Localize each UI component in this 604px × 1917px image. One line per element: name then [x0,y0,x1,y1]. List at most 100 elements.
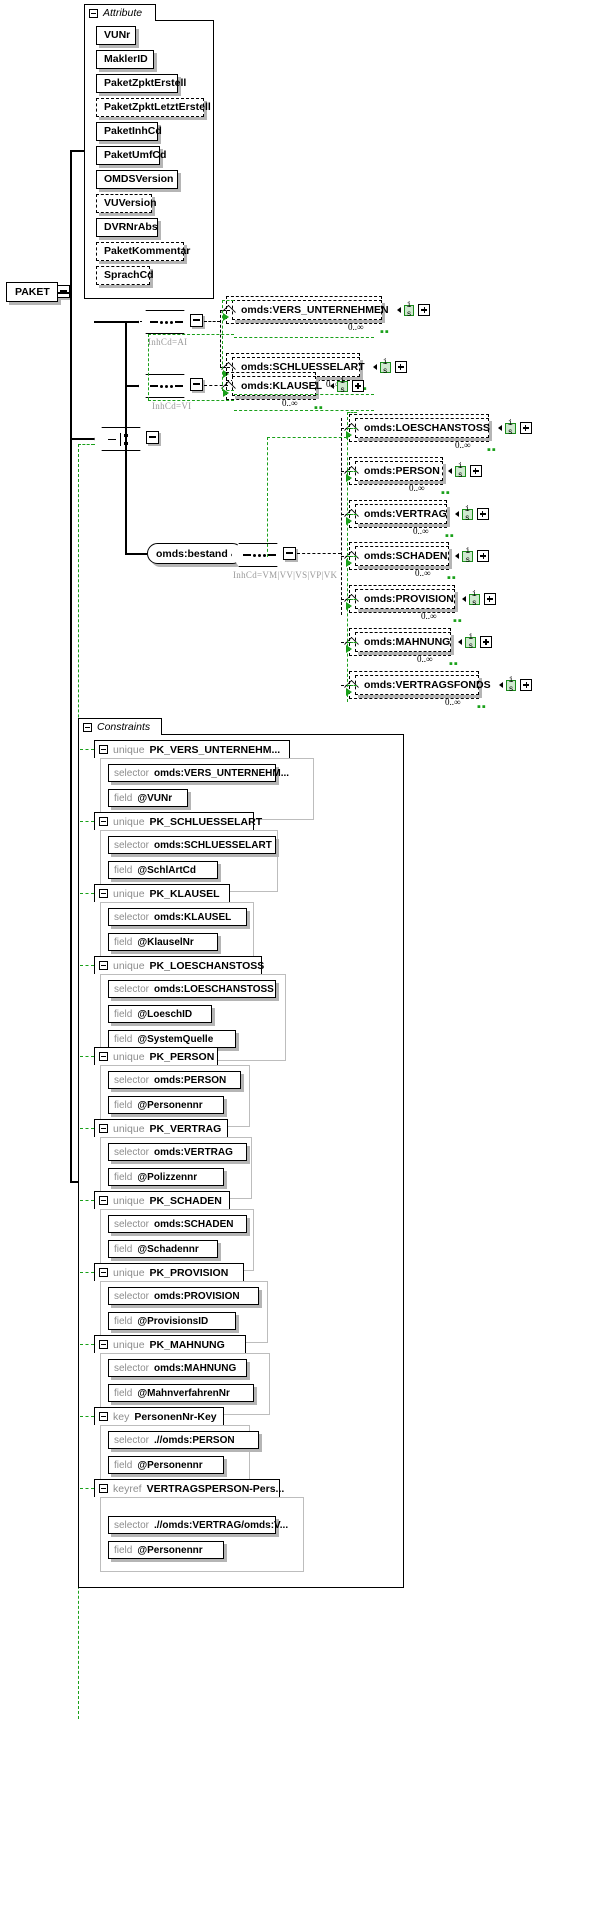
constraint-field-row[interactable]: field@VUNr [108,789,188,807]
constraints-pane-tab[interactable]: Constraints [78,718,162,735]
row-key: field [114,1459,133,1471]
collapse-icon[interactable] [99,1268,108,1277]
attribute-pane-tab[interactable]: Attribute [84,4,156,21]
root-collapse-toggle[interactable] [57,285,70,298]
choice-node[interactable] [94,427,148,451]
sequence-node-bestand-toggle[interactable] [283,547,296,560]
choice-node-toggle[interactable] [146,431,159,444]
sequence-node-vi[interactable] [138,374,192,398]
occurrence-dots: ▪▪ [449,658,459,670]
attribute-node[interactable]: DVRNrAbs [96,218,158,237]
constraint-field-row[interactable]: field@Personennr [108,1541,224,1559]
expand-icon[interactable] [476,508,489,520]
constraint-field-row[interactable]: field@KlauselNr [108,933,218,951]
constraint-selector-row[interactable]: selector.//omds:VERTRAG/omds:V... [108,1516,288,1534]
attribute-node[interactable]: PaketZpktLetztErstell [96,98,211,117]
expand-icon[interactable] [418,304,431,316]
element-label: omds:PERSON [364,465,440,477]
attribute-node[interactable]: OMDSVersion [96,170,178,189]
collapse-icon[interactable] [99,817,108,826]
sequence-glyph [242,553,276,557]
sequence-node-ai-toggle[interactable] [190,314,203,327]
sequence-node-vi-toggle[interactable] [190,378,203,391]
constraint-kind: unique [113,743,145,756]
expand-icon[interactable] [477,550,490,562]
attribute-node[interactable]: PaketZpktErstell [96,74,186,93]
row-key: field [114,1008,133,1020]
sequence-node-bestand[interactable] [231,543,285,567]
root-element-paket[interactable]: PAKET [6,282,58,302]
constraint-field-row[interactable]: field@SystemQuelle [108,1030,236,1048]
ref-arrow-icon [498,682,503,688]
constraint-field-row[interactable]: field@SchlArtCd [108,861,218,879]
collapse-icon[interactable] [99,1484,108,1493]
constraint-field-row[interactable]: field@MahnverfahrenNr [108,1384,254,1402]
attribute-node[interactable]: SprachCd [96,266,154,285]
row-value: omds:PROVISION [154,1290,240,1302]
group-node-bestand[interactable]: omds:bestand [147,543,243,564]
expand-icon[interactable] [519,422,532,434]
expand-icon[interactable] [480,636,493,648]
expand-icon[interactable] [394,361,407,373]
collapse-icon[interactable] [89,8,98,18]
collapse-icon[interactable] [99,961,108,970]
expand-icon[interactable] [520,679,533,691]
expand-icon[interactable] [469,465,482,477]
collapse-icon[interactable] [99,1052,108,1061]
constraint-field-row[interactable]: field @LoeschID [108,1005,212,1023]
sequence-node-ai[interactable] [138,310,192,334]
attribute-node[interactable]: PaketKommentar [96,242,190,261]
collapse-icon[interactable] [99,1340,108,1349]
row-value: @LoeschID [137,1008,193,1020]
collapse-icon[interactable] [99,1124,108,1133]
collapse-icon[interactable] [99,1196,108,1205]
attribute-node[interactable]: PaketUmfCd [96,146,166,165]
collapse-icon[interactable] [99,1412,108,1421]
constraint-field-row[interactable]: field@Polizzennr [108,1168,224,1186]
attribute-node[interactable]: VUVersion [96,194,157,213]
constraint-selector-row[interactable]: selector.//omds:PERSON [108,1431,259,1449]
expand-icon[interactable] [483,593,496,605]
attribute-node[interactable]: PaketInhCd [96,122,162,141]
attribute-node[interactable]: MaklerID [96,50,154,69]
collapse-icon[interactable] [83,722,92,732]
constraint-field-row[interactable]: field@Schadennr [108,1240,218,1258]
expand-icon[interactable] [351,380,364,392]
constraint-field-row[interactable]: field@Personennr [108,1096,224,1114]
collapse-icon[interactable] [99,745,108,754]
constraint-field-row[interactable]: field@Personennr [108,1456,224,1474]
collapse-icon[interactable] [99,889,108,898]
connector-dashed [204,385,228,386]
constraint-field-row[interactable]: field@ProvisionsID [108,1312,236,1330]
attribute-node[interactable]: VUNr [96,26,136,45]
